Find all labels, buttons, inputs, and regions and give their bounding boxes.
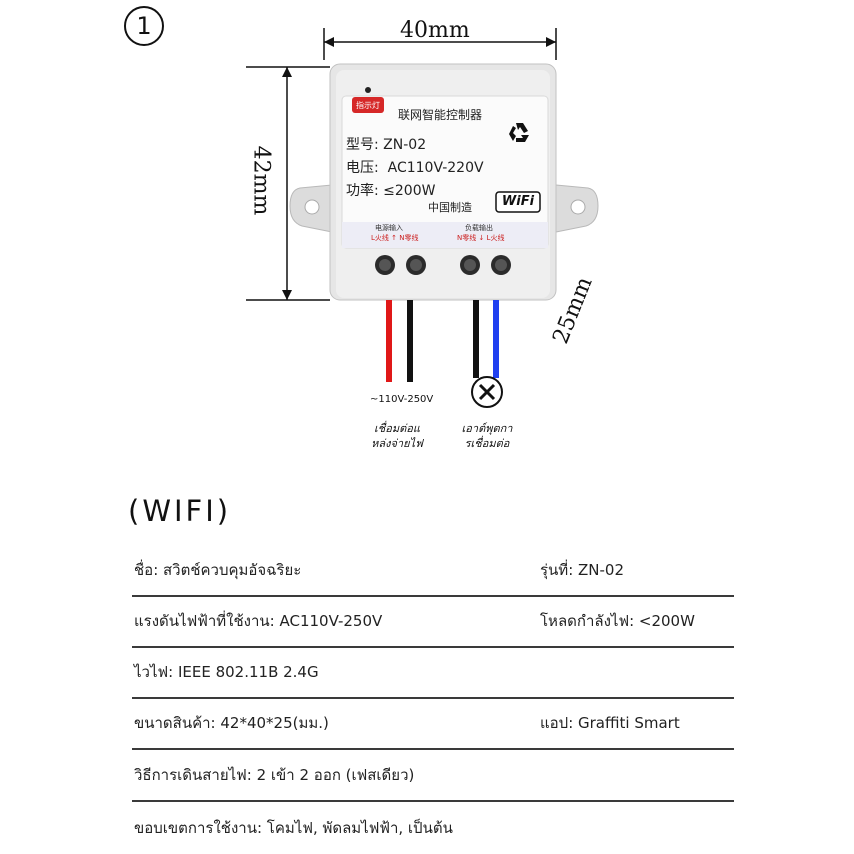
indicator-label: 指示灯	[356, 101, 380, 110]
spec-row-left: แรงดันไฟฟ้าที่ใช้งาน: AC110V-250V	[134, 612, 383, 630]
spec-row: ขนาดสินค้า: 42*40*25(มม.) แอป: Graffiti …	[132, 699, 734, 750]
spec-row-left: ชื่อ: สวิตช์ควบคุมอัจฉริยะ	[134, 561, 302, 579]
wifi-badge-text: WiFi	[501, 194, 535, 209]
width-label: 40mm	[400, 18, 470, 43]
device-power: 功率: ≤200W	[346, 183, 436, 199]
recycle-icon	[509, 123, 529, 142]
spec-row-left: ขนาดสินค้า: 42*40*25(มม.)	[134, 714, 329, 732]
input-caption-line-1: เชื่อมต่อแ	[374, 422, 420, 435]
spec-row-divider	[132, 697, 734, 699]
device-diagram	[246, 28, 599, 408]
output-caption: เอาต์พุตกา รเชื่อมต่อ	[455, 421, 519, 451]
device-model: 型号: ZN-02	[346, 137, 427, 153]
spec-row-left: วิธีการเดินสายไฟ: 2 เข้า 2 ออก (เฟสเดียว…	[134, 766, 415, 784]
spec-row: วิธีการเดินสายไฟ: 2 เข้า 2 ออก (เฟสเดียว…	[132, 751, 734, 802]
spec-row-left: ขอบเขตการใช้งาน: โคมไฟ, พัดลมไฟฟ้า, เป็น…	[134, 819, 453, 837]
voltage-range-label: ~110V-250V	[370, 394, 434, 405]
spec-row-divider	[132, 646, 734, 648]
output-caption-line-2: รเชื่อมต่อ	[464, 437, 510, 450]
spec-row-right: แอป: Graffiti Smart	[540, 714, 680, 732]
figure-number-badge: 1	[124, 6, 164, 46]
indicator-led	[365, 87, 371, 93]
height-dimension	[246, 66, 330, 301]
spec-row-divider	[132, 595, 734, 597]
height-label: 42mm	[248, 145, 274, 216]
device-title: 联网智能控制器	[398, 108, 483, 122]
spec-row: ไวไฟ: IEEE 802.11B 2.4G	[132, 648, 734, 699]
input-caption-line-2: หล่งจ่ายไฟ	[371, 437, 423, 450]
spec-row-divider	[132, 748, 734, 750]
terminal-block	[375, 255, 511, 275]
output-wire-labels: N零线 ↓ L火线	[457, 234, 505, 242]
input-wire-labels: L火线 ↑ N零线	[371, 234, 419, 242]
spec-row-divider	[132, 800, 734, 802]
width-dimension	[323, 28, 557, 60]
device-origin: 中国制造	[428, 201, 472, 214]
spec-row-right: รุ่นที่: ZN-02	[540, 561, 625, 579]
load-close-icon	[471, 376, 503, 408]
spec-row: แรงดันไฟฟ้าที่ใช้งาน: AC110V-250V โหลดกำ…	[132, 597, 734, 648]
device-voltage: 电压: AC110V-220V	[346, 160, 484, 176]
output-caption-line-1: เอาต์พุตกา	[461, 422, 513, 435]
indicator-badge	[352, 97, 384, 113]
spec-row-right: โหลดกำลังไฟ: <200W	[540, 612, 695, 630]
input-caption: เชื่อมต่อแ หล่งจ่ายไฟ	[365, 421, 429, 451]
output-terminal-label: 负载输出	[465, 224, 493, 232]
spec-row-left: ไวไฟ: IEEE 802.11B 2.4G	[134, 663, 319, 681]
spec-row: ชื่อ: สวิตช์ควบคุมอัจฉริยะ รุ่นที่: ZN-0…	[132, 546, 734, 597]
input-terminal-label: 电源输入	[375, 224, 403, 232]
spec-row: ขอบเขตการใช้งาน: โคมไฟ, พัดลมไฟฟ้า, เป็น…	[132, 804, 734, 854]
wifi-badge-box	[495, 191, 541, 213]
spec-heading: (WIFI)	[128, 494, 232, 528]
